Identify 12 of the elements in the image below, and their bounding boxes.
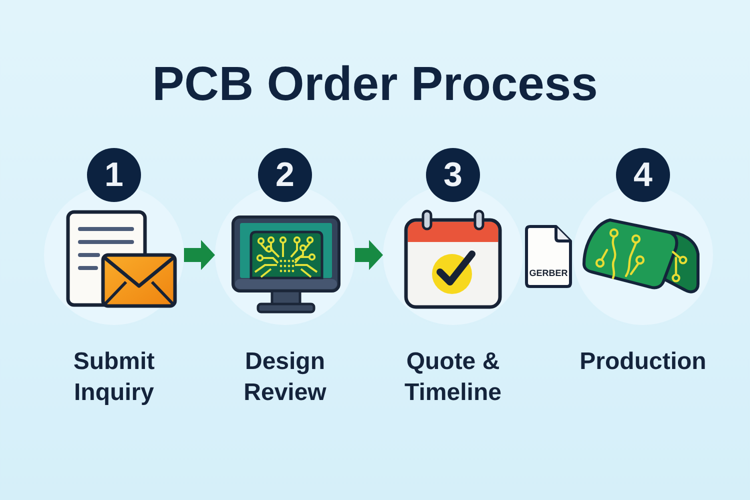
file-type-label: GERBER xyxy=(529,268,568,279)
number-badge: 2 xyxy=(258,148,312,202)
step-label: Design Review xyxy=(242,347,328,408)
arrow xyxy=(355,240,383,270)
number-badge: 3 xyxy=(426,148,480,202)
number-badge: 4 xyxy=(616,148,670,202)
step-label: Quote & Timeline xyxy=(404,347,502,408)
step-label: Submit Inquiry xyxy=(72,347,156,408)
arrow xyxy=(184,240,215,270)
title: PCB Order Process xyxy=(152,57,598,113)
step-label: Production xyxy=(580,347,706,377)
number-badge: 1 xyxy=(87,148,141,202)
